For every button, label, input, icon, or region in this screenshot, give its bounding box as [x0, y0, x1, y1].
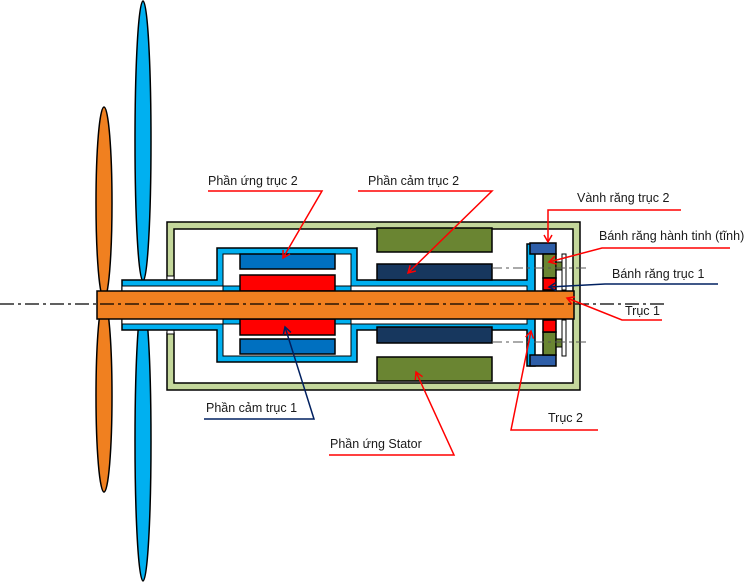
- planet-gear-bottom: [542, 331, 557, 356]
- label-text: Trục 2: [548, 411, 583, 425]
- propeller-blade-shaft2-top: [134, 0, 152, 282]
- label-text: Trục 1: [625, 304, 660, 318]
- armature-shaft2-top: [239, 253, 336, 270]
- sun-gear-shaft1-bottom: [542, 319, 557, 333]
- planet-gear-top: [542, 253, 557, 279]
- label-text: Bánh răng trục 1: [612, 267, 704, 281]
- label-field-shaft2: Phần cảm trục 2: [358, 174, 494, 275]
- ring-gear-shaft2-top: [529, 242, 557, 255]
- label-planet-gear: Bánh răng hành tinh (tĩnh): [547, 229, 744, 265]
- label-text: Bánh răng hành tinh (tĩnh): [599, 229, 744, 243]
- propeller-blade-shaft1-top: [95, 106, 113, 300]
- label-text: Phần ứng trục 2: [208, 174, 298, 188]
- label-armature-shaft2: Phần ứng trục 2: [208, 174, 324, 260]
- stator-winding-top: [376, 227, 493, 253]
- propeller-blade-shaft1-bottom: [95, 299, 113, 493]
- label-ring-gear-shaft2: Vành răng trục 2: [543, 191, 681, 244]
- label-stator-armature: Phần ứng Stator: [329, 370, 456, 456]
- label-text: Vành răng trục 2: [577, 191, 669, 205]
- armature-shaft2-bottom: [239, 338, 336, 355]
- planet-pin-bottom: [555, 338, 563, 348]
- field-shaft2-bottom: [376, 326, 493, 344]
- label-shaft2: Trục 2: [510, 329, 598, 431]
- label-field-shaft1: Phần cảm trục 1: [204, 325, 316, 420]
- planet-carrier-bar-top: [561, 253, 567, 291]
- planet-pin-top: [555, 261, 563, 271]
- field-shaft1-top: [239, 274, 336, 292]
- label-shaft1: Trục 1: [565, 296, 662, 321]
- propeller-blade-shaft2-bottom: [134, 300, 152, 582]
- label-text: Phần ứng Stator: [330, 437, 422, 451]
- field-shaft2-top: [376, 263, 493, 281]
- stator-winding-bottom: [376, 356, 493, 382]
- shaft1: [96, 290, 575, 320]
- label-text: Phần cảm trục 2: [368, 174, 459, 188]
- sun-gear-shaft1-top: [542, 277, 557, 291]
- label-sun-gear-shaft1: Bánh răng trục 1: [547, 267, 718, 292]
- planet-carrier-bar-bottom: [561, 319, 567, 357]
- label-text: Phần cảm trục 1: [206, 401, 297, 415]
- ring-gear-shaft2-bottom: [529, 354, 557, 367]
